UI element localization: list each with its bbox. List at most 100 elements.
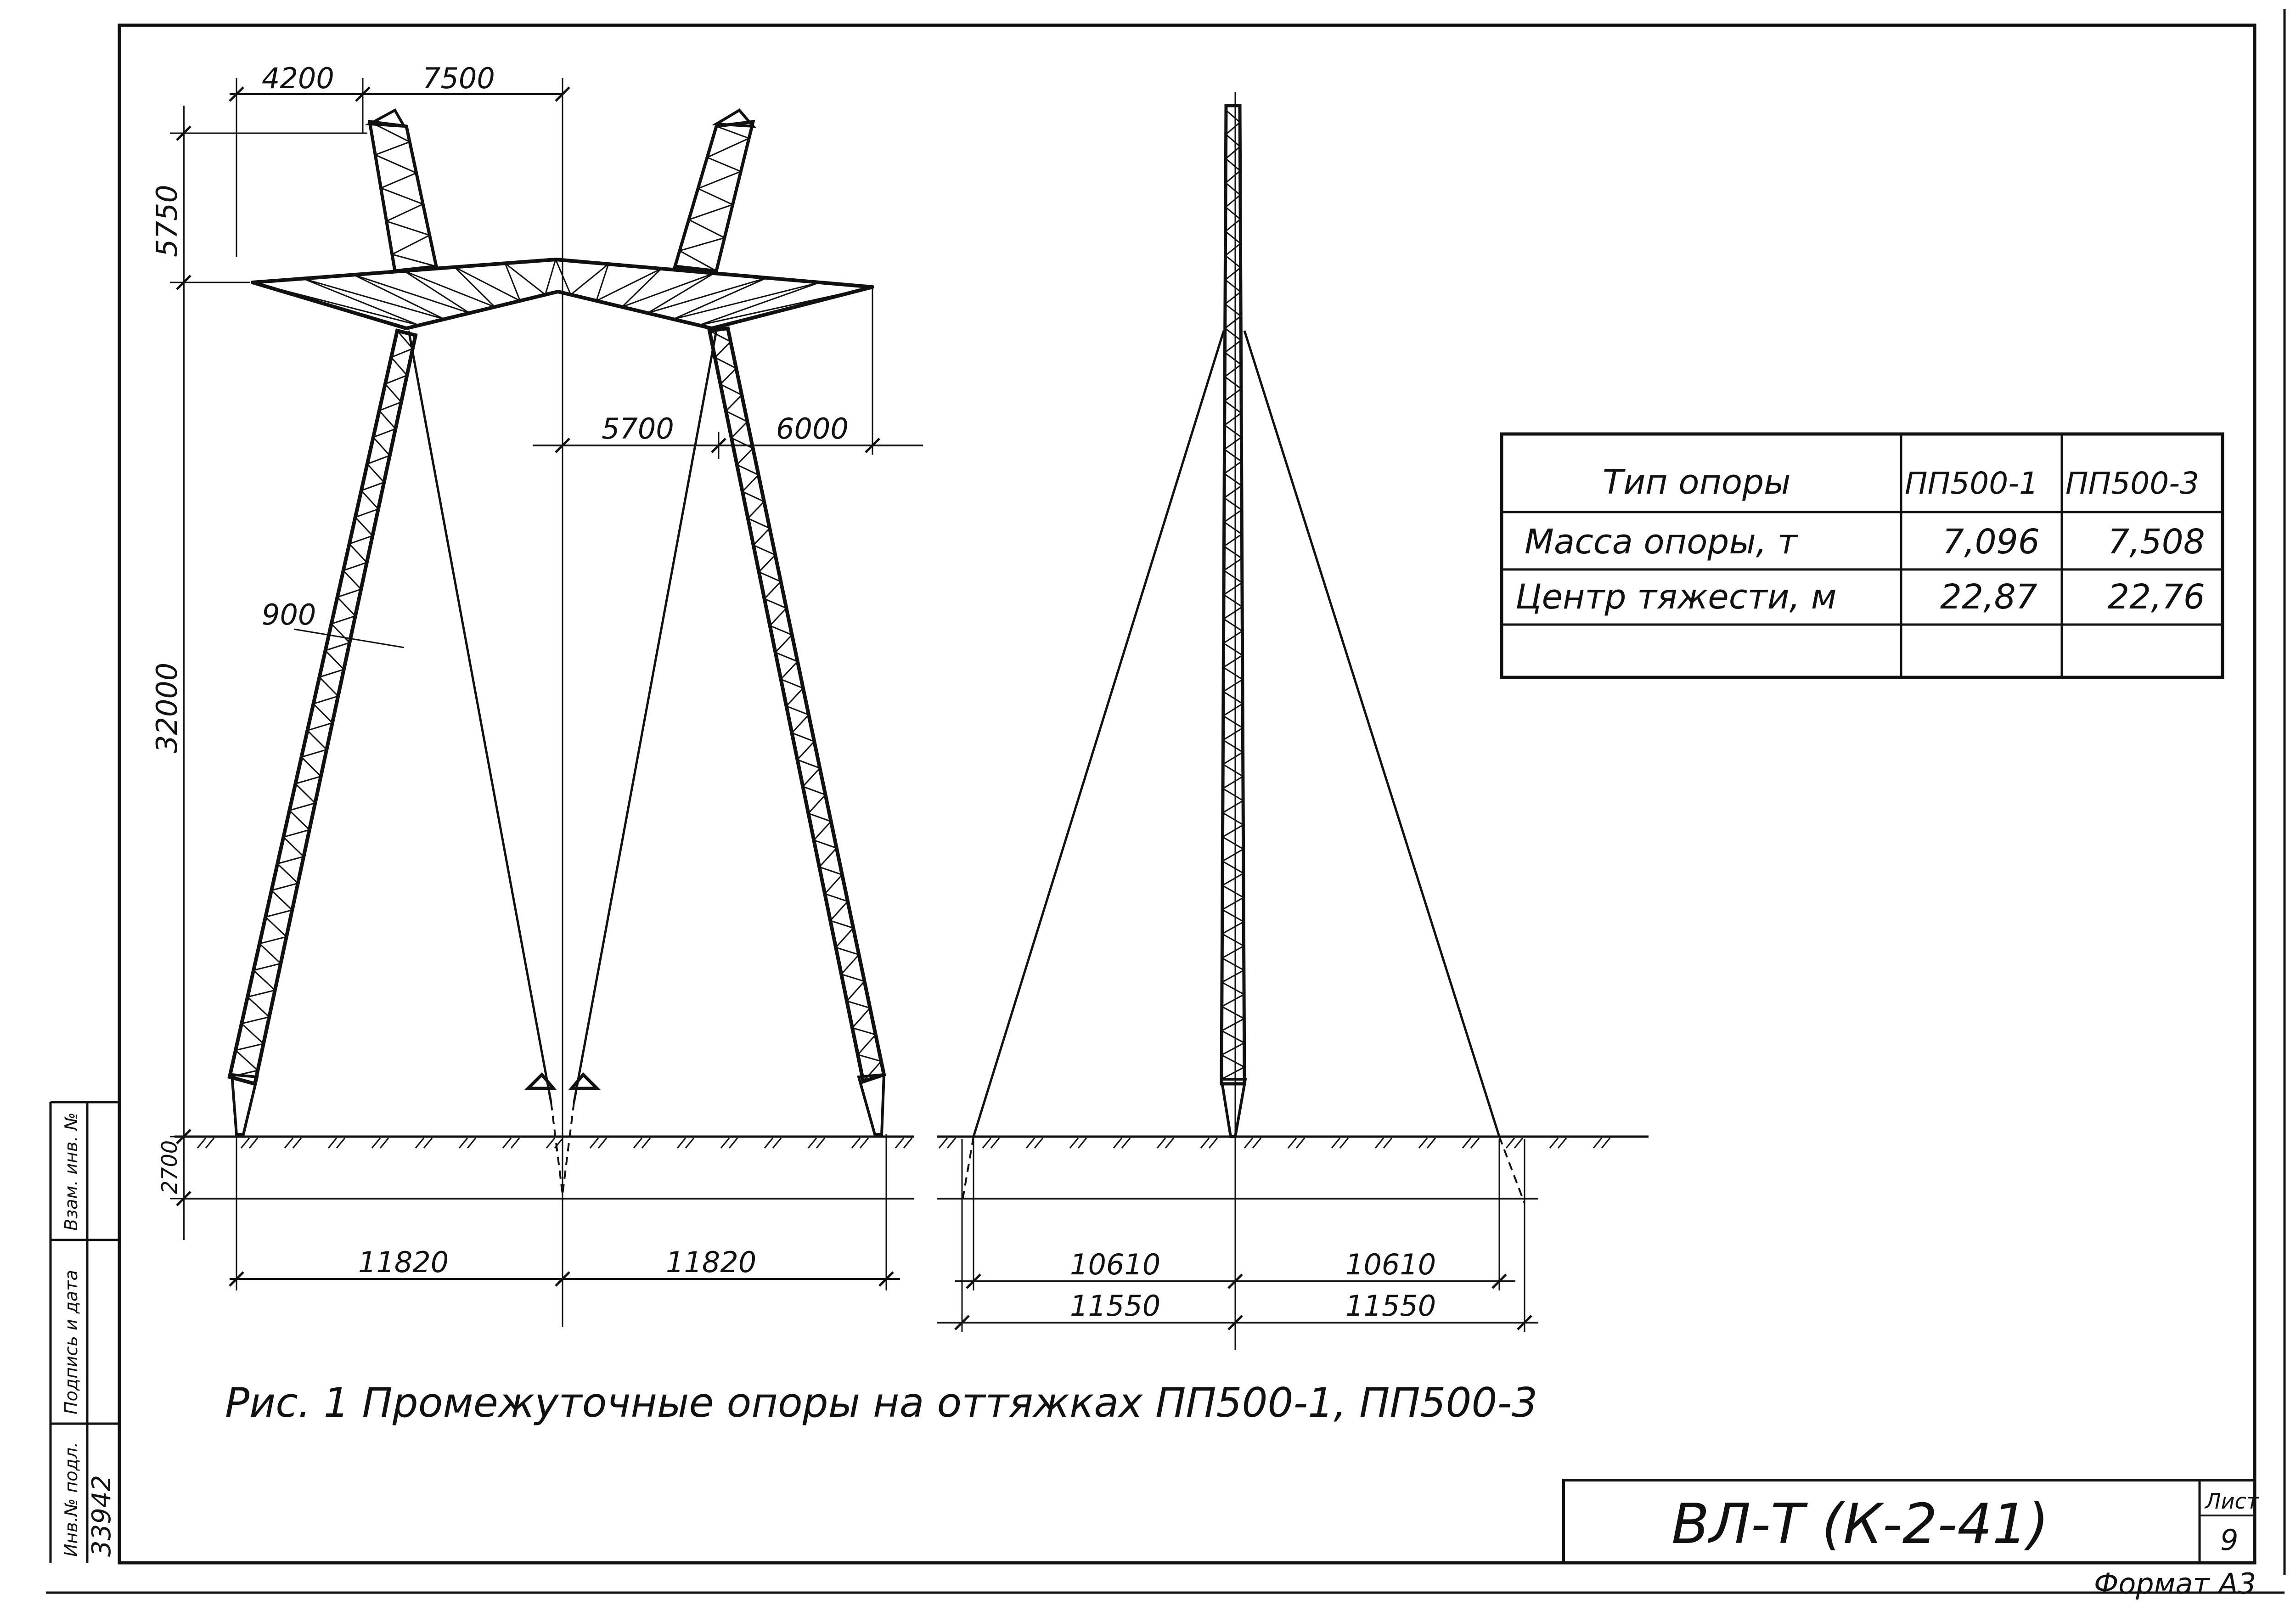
leg-lacing-member bbox=[841, 973, 865, 982]
leg-lacing-member bbox=[367, 455, 390, 465]
dim-lower-right: 6000 bbox=[776, 412, 849, 445]
crossarm-lacing-member bbox=[698, 282, 820, 326]
crossarm-lacing-member bbox=[647, 277, 767, 314]
leg-lacing-member bbox=[271, 890, 293, 911]
crossarm-lacing-member bbox=[353, 274, 445, 320]
mast-lacing-member bbox=[1225, 219, 1241, 232]
mast-lacing-member bbox=[1225, 303, 1242, 317]
leg-lacing-member bbox=[337, 597, 356, 617]
crossarm-lacing-member bbox=[698, 286, 873, 326]
peak-lacing-member bbox=[698, 170, 741, 189]
mast-lacing-member bbox=[1222, 897, 1244, 911]
leg-lacing-member bbox=[726, 410, 748, 422]
peak-lacing-member bbox=[707, 157, 741, 172]
mast-lacing-member bbox=[1222, 763, 1244, 777]
ground-hatch-mark bbox=[1549, 1138, 1559, 1149]
ground-hatch-mark bbox=[1557, 1138, 1567, 1149]
sheet-number: 9 bbox=[2220, 1523, 2238, 1557]
table-row-cg-value-1: 22,87 bbox=[1940, 577, 2037, 617]
leg-lacing-member bbox=[373, 428, 396, 438]
mast-lacing-member bbox=[1225, 134, 1241, 147]
ground-hatch-mark bbox=[502, 1138, 512, 1149]
leg-lacing-member bbox=[824, 893, 848, 902]
ground-hatch-mark bbox=[327, 1138, 338, 1149]
peak-lacing-member bbox=[707, 137, 749, 158]
peak-lacing-member bbox=[380, 187, 423, 205]
leg-lacing-member bbox=[759, 571, 781, 582]
ground-hatch-mark bbox=[205, 1138, 215, 1149]
inv-number-value: 33942 bbox=[87, 1475, 117, 1557]
mast-lacing-member bbox=[1225, 255, 1241, 269]
mast-lacing-member bbox=[1223, 666, 1243, 680]
leg-lacing-member bbox=[343, 570, 362, 590]
peak-lacing-member bbox=[716, 125, 749, 139]
ground-hatch-mark bbox=[1200, 1138, 1210, 1149]
leg-lacing-member bbox=[808, 812, 832, 822]
mast-lacing-member bbox=[1221, 1018, 1245, 1031]
leg-lacing-member bbox=[253, 969, 276, 991]
table-row-mass-label: Масса опоры, т bbox=[1525, 522, 1798, 562]
peak-right-cap bbox=[712, 108, 756, 128]
mast-lacing-member bbox=[1222, 860, 1244, 874]
title-block: ВЛ-Т (К-2-41) Лист 9 Формат А3 bbox=[1562, 1479, 2259, 1600]
mast-lacing-member bbox=[1224, 388, 1242, 402]
leg-lacing-member bbox=[235, 1043, 264, 1051]
crossarm-lacing-member bbox=[673, 277, 767, 320]
ground-hatch-mark bbox=[903, 1138, 913, 1149]
mast-lacing-member bbox=[1222, 836, 1244, 850]
peak-lacing-member bbox=[679, 237, 725, 252]
mast-lacing-member bbox=[1225, 194, 1241, 208]
crossarm-lacing-member bbox=[596, 268, 662, 302]
leg-lacing-member bbox=[851, 1007, 871, 1029]
mast-lacing-member bbox=[1224, 327, 1242, 341]
leg-lacing-member bbox=[337, 588, 361, 598]
dim-peak-height: 5750 bbox=[150, 185, 184, 257]
crossarm-lacing-member bbox=[545, 259, 557, 295]
leg-lacing-member bbox=[753, 544, 776, 556]
ground-hatch-mark bbox=[1077, 1138, 1087, 1149]
peak-lacing-member bbox=[386, 203, 423, 222]
mast-lacing-member bbox=[1223, 570, 1243, 583]
leg-lacing-member bbox=[349, 543, 367, 563]
table-header-label: Тип опоры bbox=[1603, 462, 1791, 502]
dim-lower-left: 5700 bbox=[602, 412, 674, 445]
ground-hatch-mark bbox=[597, 1138, 608, 1149]
leg-lacing-member bbox=[791, 732, 815, 742]
ground-hatch-mark bbox=[938, 1138, 948, 1149]
mast-lacing-member bbox=[1222, 812, 1244, 826]
leg-lacing-member bbox=[301, 756, 321, 777]
mast-lacing-member bbox=[1222, 824, 1244, 838]
crossarm-lacing-member bbox=[647, 272, 715, 314]
ground-hatch-mark bbox=[240, 1138, 250, 1149]
ground-hatch-mark bbox=[1601, 1138, 1611, 1149]
mast-lacing-member bbox=[1223, 606, 1243, 620]
leg-lacing-member bbox=[780, 661, 798, 680]
ground-hatch-mark bbox=[676, 1138, 687, 1149]
mast-lacing-member bbox=[1225, 279, 1241, 293]
leg-lacing-member bbox=[391, 348, 413, 358]
leg-lacing-member bbox=[349, 535, 373, 545]
side-guy-right bbox=[1243, 330, 1501, 1137]
leg-lacing-member bbox=[753, 528, 771, 546]
crossarm-lacing-member bbox=[673, 282, 820, 320]
ground-hatch-mark bbox=[1113, 1138, 1123, 1149]
replace-inv-label: Взам. инв. № bbox=[61, 1112, 81, 1231]
peak-lacing-member bbox=[688, 204, 733, 220]
leg-lacing-member bbox=[830, 920, 854, 929]
ground-hatch-mark bbox=[1383, 1138, 1393, 1149]
table-row-cg-label: Центр тяжести, м bbox=[1515, 577, 1837, 617]
leg-lacing-member bbox=[313, 703, 333, 724]
dim-base-left: 11820 bbox=[358, 1245, 449, 1279]
peak-lacing-member bbox=[679, 250, 717, 272]
crossarm-lacing-member bbox=[303, 278, 420, 326]
crossarm-lacing-member bbox=[621, 268, 662, 308]
leg-lacing-member bbox=[748, 518, 770, 529]
leg-lacing-member bbox=[775, 634, 793, 653]
leg-lacing-member bbox=[758, 554, 776, 573]
mast-lacing-member bbox=[1221, 1066, 1245, 1080]
leg-lacing-member bbox=[325, 650, 344, 670]
mast-lacing-member bbox=[1221, 945, 1244, 959]
leg-lacing-member bbox=[775, 652, 798, 662]
ground-hatch-mark bbox=[1156, 1138, 1166, 1149]
leg-lacing-member bbox=[841, 954, 860, 975]
